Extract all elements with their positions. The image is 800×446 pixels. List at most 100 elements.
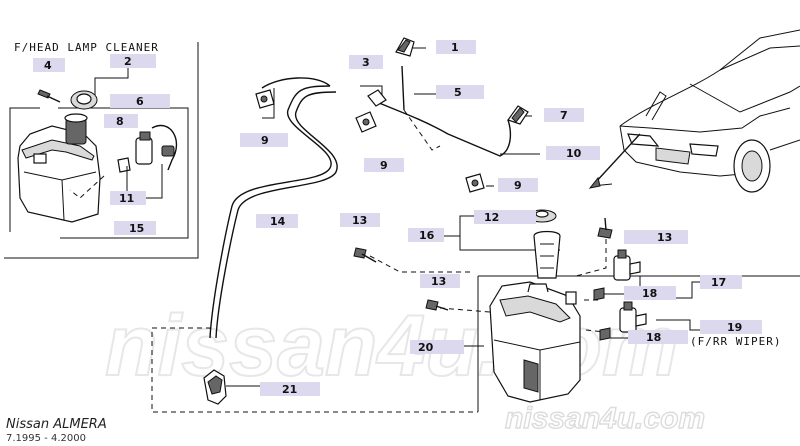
car-headlamp-left <box>627 133 660 147</box>
reservoir-filler-neck <box>527 230 561 293</box>
callout-20 <box>410 340 464 354</box>
callout-12 <box>474 210 536 224</box>
watermark-center: nissan4u.com <box>105 298 679 394</box>
car-pointer-arrowhead <box>588 176 601 189</box>
dash-bolt-13c <box>575 230 607 277</box>
callout-20-num: 20 <box>418 341 434 354</box>
washer-hose-14-inner <box>215 91 338 339</box>
callout-5 <box>436 85 484 99</box>
leader-2 <box>94 66 129 95</box>
reservoir-bolt-c <box>597 217 613 239</box>
washer-hose-10 <box>371 99 512 157</box>
inset-title: F/HEAD LAMP CLEANER <box>14 41 159 54</box>
washer-nozzle-1 <box>395 37 415 57</box>
callout-18b <box>628 330 688 344</box>
dash-lower-loop <box>151 327 478 413</box>
pump-grommet-a <box>593 287 605 301</box>
callout-19 <box>700 320 762 334</box>
car-roofline <box>619 29 800 127</box>
leader-16-bottom <box>459 240 560 251</box>
cleaner-cap <box>70 90 98 110</box>
callout-3 <box>349 55 383 69</box>
callout-3-num: 3 <box>362 56 370 69</box>
hose-clip-9c <box>465 173 485 193</box>
callout-15-num: 15 <box>129 222 144 235</box>
callout-13a <box>340 213 380 227</box>
car-grille <box>655 147 691 165</box>
car-hood-edge <box>619 107 791 133</box>
callout-14-num: 14 <box>270 215 286 228</box>
callout-9c <box>498 178 538 192</box>
callout-13c-num: 13 <box>657 231 672 244</box>
callout-13a-num: 13 <box>352 214 367 227</box>
dash-bolt-13a <box>369 255 470 273</box>
callout-18a <box>624 286 676 300</box>
callout-8-num: 8 <box>116 115 124 128</box>
car-wheel-hub <box>741 150 763 182</box>
callout-9b-num: 9 <box>380 159 388 172</box>
callout-11-num: 11 <box>119 192 134 205</box>
watermark-corner: nissan4u.com <box>505 402 705 435</box>
car-pointer-arrow <box>593 133 641 185</box>
car-windshield-base <box>689 83 800 113</box>
inset-frame-left <box>9 107 40 232</box>
callout-17 <box>700 275 742 289</box>
car-windshield-top <box>719 45 800 71</box>
callout-2 <box>110 54 156 68</box>
footer: Nissan ALMERA 7.1995 - 4.2000 <box>6 417 107 444</box>
callout-13c <box>624 230 688 244</box>
callout-9a-num: 9 <box>261 134 269 147</box>
dash-pump-19 <box>585 329 605 333</box>
callout-8 <box>104 114 138 128</box>
front-washer-pump <box>613 249 641 281</box>
callout-6-num: 6 <box>136 95 144 108</box>
hose-and-nozzle-assembly: 3 1 5 7 10 9 9 9 14 21 <box>151 37 600 413</box>
callout-18a-num: 18 <box>642 287 657 300</box>
callout-16-num: 16 <box>419 229 435 242</box>
callout-10-num: 10 <box>566 147 582 160</box>
leader-19 <box>656 319 700 331</box>
leader-16-top <box>459 215 474 240</box>
car-headlamp-right <box>689 143 719 157</box>
washer-reservoir-assembly: 12 16 13 13 13 17 18 18 19 (F/RR WIPER) … <box>340 209 800 412</box>
inset-border <box>4 42 199 259</box>
callout-9b <box>364 158 404 172</box>
callout-17-num: 17 <box>711 276 726 289</box>
callout-21-num: 21 <box>282 383 297 396</box>
hose-branch-left <box>261 77 331 89</box>
callout-13b-num: 13 <box>431 275 446 288</box>
callout-1-num: 1 <box>451 41 459 54</box>
callout-11 <box>110 191 146 205</box>
vehicle-front-illustration <box>588 29 800 193</box>
washer-nozzle-7 <box>507 105 529 125</box>
callout-13b <box>420 274 460 288</box>
car-sill <box>769 139 800 151</box>
car-location-marker <box>645 91 667 121</box>
callout-6 <box>110 94 170 108</box>
hose-dash-5 <box>403 109 441 151</box>
callout-5-num: 5 <box>454 86 462 99</box>
hose-connector-3 <box>367 89 387 107</box>
callout-9c-num: 9 <box>514 179 522 192</box>
inset-bolt <box>37 89 61 103</box>
callout-19-num: 19 <box>727 321 742 334</box>
hose-connector-5 <box>401 65 405 111</box>
car-bumper <box>619 125 743 177</box>
headlamp-cleaner-inset: F/HEAD LAMP CLEANER <box>4 41 199 259</box>
callout-9a <box>240 133 288 147</box>
washer-hose-14 <box>209 85 332 339</box>
callout-1 <box>436 40 476 54</box>
callout-10 <box>546 146 600 160</box>
rear-washer-pump <box>619 301 647 333</box>
washer-reservoir-tank <box>489 281 581 403</box>
footer-period: 7.1995 - 4.2000 <box>6 433 86 444</box>
callout-18b-num: 18 <box>646 331 661 344</box>
callout-12-num: 12 <box>484 211 499 224</box>
hose-clip-9b <box>355 111 377 133</box>
callout-7 <box>544 108 584 122</box>
reservoir-bolt-a <box>353 247 377 263</box>
leader-9a <box>262 88 275 119</box>
callout-21 <box>260 382 320 396</box>
callout-4-num: 4 <box>44 59 52 72</box>
